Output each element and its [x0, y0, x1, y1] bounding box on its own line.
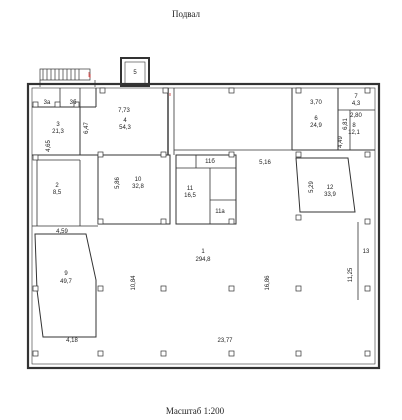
room-1-area: 294,8 — [195, 257, 211, 263]
room-11b-number: 11б — [205, 159, 215, 165]
room-3-number: 3 — [56, 122, 60, 128]
room-13-number: 13 — [363, 249, 370, 255]
room-4-area: 54,3 — [119, 125, 131, 131]
dim-7-73: 7,73 — [118, 108, 130, 114]
room-11-area: 16,5 — [184, 193, 196, 199]
room-9-number: 9 — [64, 271, 68, 277]
dim-5-86: 5,86 — [115, 177, 121, 189]
room-2-area: 8,5 — [53, 190, 62, 196]
room-11a-number: 11а — [215, 209, 225, 215]
columns — [32, 87, 371, 357]
room-7-number: 7 — [354, 94, 358, 100]
room-12-area: 33,9 — [324, 192, 336, 198]
room-5-number: 5 — [133, 70, 137, 76]
room-4-number: 4 — [123, 118, 127, 124]
door-marks — [89, 74, 171, 96]
room-6-area: 24,9 — [310, 123, 322, 129]
room-8-number: 8 — [352, 123, 356, 129]
interior-walls — [32, 88, 375, 338]
room-12-number: 12 — [327, 185, 334, 191]
dim-10-84: 10,84 — [131, 275, 137, 291]
stairs-icon — [39, 68, 96, 87]
room-8-area: 12,1 — [348, 130, 360, 136]
room-10-number: 10 — [135, 177, 142, 183]
room-10-area: 32,8 — [132, 184, 144, 190]
room-3a-number: 3а — [44, 100, 51, 106]
dim-2-80: 2,80 — [350, 113, 362, 119]
dim-6-47: 6,47 — [84, 122, 90, 134]
dim-6-81: 6,81 — [343, 118, 349, 130]
dim-4-65: 4,65 — [46, 140, 52, 152]
dim-5-16: 5,16 — [259, 160, 271, 166]
room-2-number: 2 — [55, 183, 59, 189]
dim-3-70: 3,70 — [310, 100, 322, 106]
room-6-number: 6 — [314, 116, 318, 122]
room-3-area: 21,3 — [52, 129, 64, 135]
room-3b-number: 3б — [70, 100, 77, 106]
room-1-number: 1 — [201, 249, 205, 255]
dim-11-25: 11,25 — [348, 267, 354, 282]
room-9-area: 49,7 — [60, 279, 72, 285]
dim-4-18: 4,18 — [66, 338, 78, 344]
dim-5-29: 5,29 — [309, 181, 315, 193]
dim-16-86: 16,86 — [265, 275, 271, 291]
scale-label: Масштаб 1:200 — [166, 406, 225, 416]
dim-23-77: 23,77 — [217, 338, 233, 344]
room-11-number: 11 — [187, 186, 194, 192]
room-7-area: 4,3 — [352, 101, 361, 107]
dim-4-49: 4,49 — [338, 136, 344, 148]
dim-4-59: 4,59 — [56, 229, 68, 235]
plan-title: Подвал — [172, 9, 201, 19]
